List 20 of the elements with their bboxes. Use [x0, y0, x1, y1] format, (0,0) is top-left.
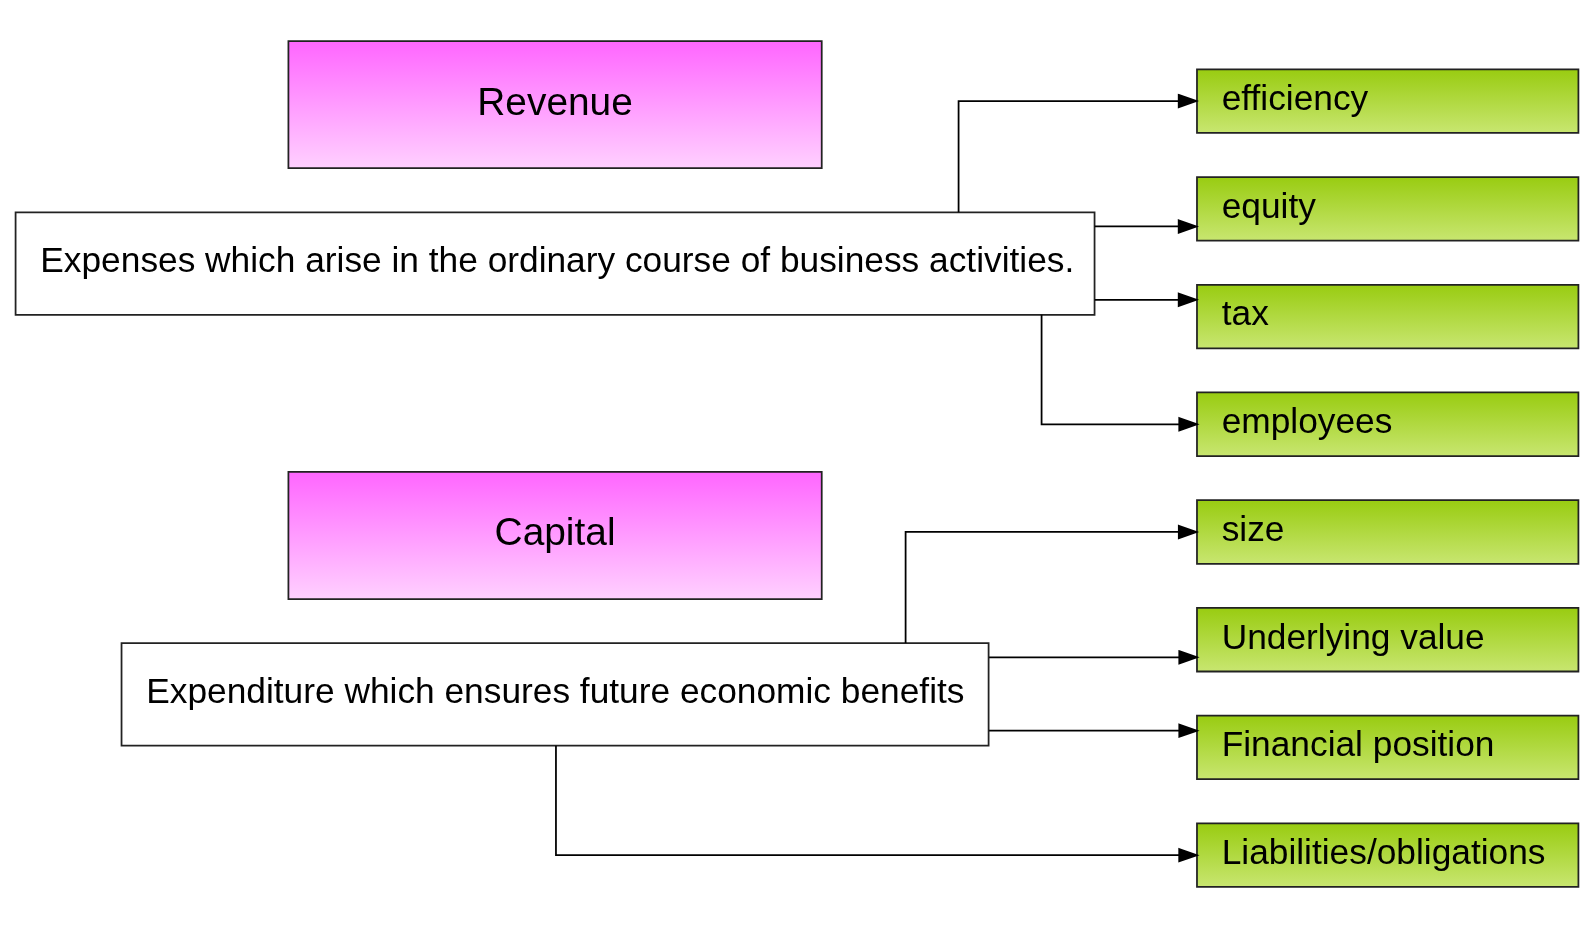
node-box: employees — [1196, 391, 1580, 457]
arrow — [988, 649, 1200, 665]
arrow — [555, 744, 1200, 863]
node-box: Expenditure which ensures future economic benefits — [120, 642, 990, 747]
node-box: size — [1196, 499, 1580, 565]
node-box: Expenses which arise in the ordinary course of business activities. — [14, 211, 1096, 316]
node-box: Financial position — [1196, 714, 1580, 781]
node-box: Underlying value — [1196, 607, 1580, 673]
arrow — [1040, 313, 1200, 432]
arrow — [957, 93, 1200, 214]
node-box: efficiency — [1196, 68, 1580, 134]
node-box: tax — [1196, 283, 1580, 350]
node-box: Revenue — [287, 40, 823, 170]
arrow — [988, 723, 1200, 739]
node-box: Liabilities/obligations — [1196, 822, 1580, 888]
node-box: equity — [1196, 176, 1580, 242]
arrow — [1093, 292, 1199, 308]
node-box: Capital — [287, 471, 823, 600]
arrow — [1093, 219, 1199, 234]
arrow — [904, 524, 1200, 644]
